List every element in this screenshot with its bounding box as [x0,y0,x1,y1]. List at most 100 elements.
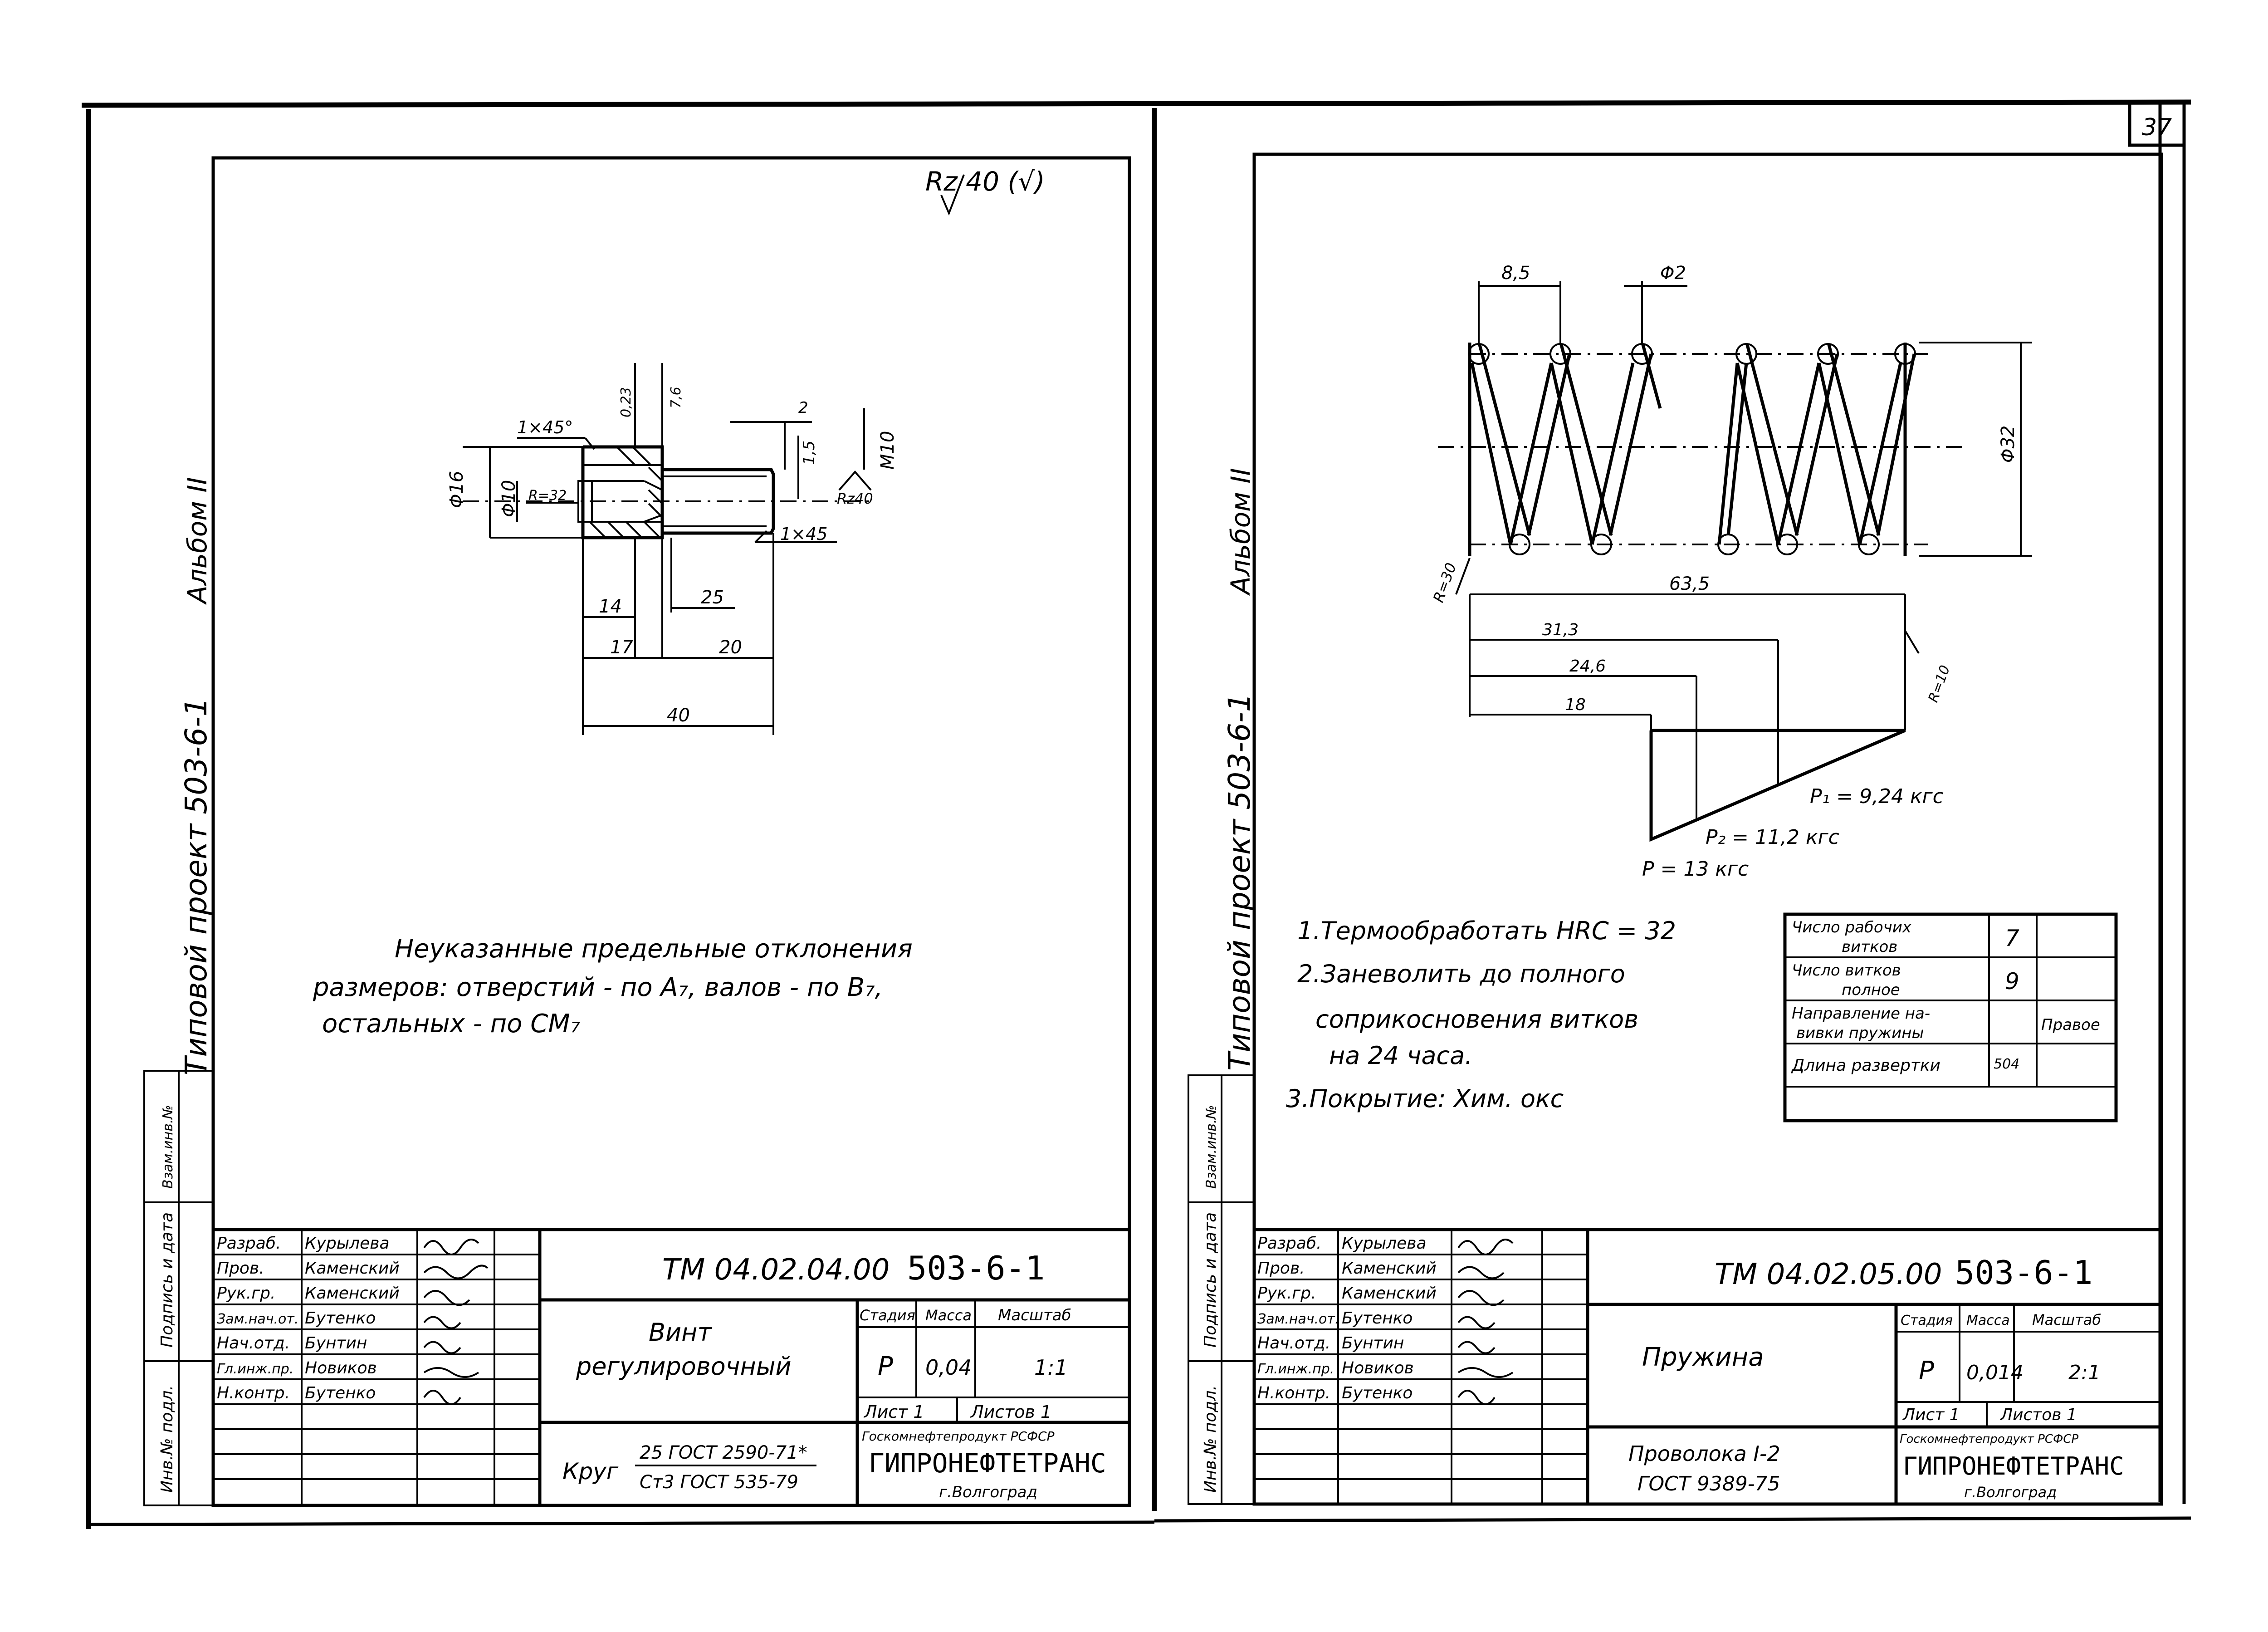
screw-hatching [589,446,663,539]
left-part-name-2: регулировочный [576,1352,792,1381]
svg-text:Φ32: Φ32 [1998,426,2019,463]
right-doc-code: ТМ 04.02.05.00 [1715,1258,1942,1291]
svg-text:1.Термообработать HRC = 32: 1.Термообработать HRC = 32 [1297,916,1676,945]
svg-text:Масса: Масса [925,1307,972,1324]
left-name-3: Бутенко [305,1309,376,1328]
screw-drawing: Rz40 Φ16 Φ10 R=32 1×45° 1×45 [446,363,898,735]
svg-text:на 24 часа.: на 24 часа. [1329,1041,1472,1070]
svg-text:Подпись и дата: Подпись и дата [1201,1212,1220,1348]
svg-text:Проволока I-2: Проволока I-2 [1628,1441,1780,1466]
svg-text:Бутенко: Бутенко [1342,1384,1413,1402]
svg-text:Разраб.: Разраб. [1257,1234,1321,1253]
svg-text:Масса: Масса [1966,1313,2010,1328]
svg-text:Листов 1: Листов 1 [970,1402,1051,1422]
svg-text:полное: полное [1842,981,1900,999]
svg-text:24,6: 24,6 [1569,657,1606,676]
left-sheet: Альбом II Типовой проект 503-6-1 Инв.№ п… [143,156,1131,1507]
svg-text:2.Заневолить до полного: 2.Заневолить до полного [1297,960,1625,988]
svg-text:Лист 1: Лист 1 [863,1402,924,1422]
left-tolerance-note: Неуказанные предельные отклонения размер… [313,934,913,1039]
svg-text:25: 25 [701,587,724,608]
svg-text:0,014: 0,014 [1966,1361,2024,1384]
svg-text:2:1: 2:1 [2068,1361,2101,1384]
spring-notes: 1.Термообработать HRC = 32 2.Заневолить … [1286,916,1676,1113]
right-part-name: Пружина [1642,1343,1764,1372]
svg-text:1×45: 1×45 [780,524,827,544]
svg-text:Взам.инв.№: Взам.инв.№ [1203,1105,1219,1189]
svg-text:Каменский: Каменский [1342,1259,1437,1278]
svg-text:Φ2: Φ2 [1660,263,1686,284]
left-part-name-1: Винт [649,1318,712,1347]
left-binding-strip: Инв.№ подл. Подпись и дата Взам.инв.№ [143,1070,214,1506]
svg-text:Зам.нач.от.: Зам.нач.от. [1257,1311,1339,1327]
svg-text:Число рабочих: Число рабочих [1792,918,1912,936]
svg-text:8,5: 8,5 [1501,263,1530,284]
svg-text:R=32: R=32 [528,488,567,504]
svg-text:R=30: R=30 [1430,560,1460,604]
svg-text:Длина развертки: Длина развертки [1791,1056,1941,1075]
svg-text:вивки пружины: вивки пружины [1796,1024,1924,1042]
svg-text:витков: витков [1842,938,1897,956]
right-project-label: Типовой проект 503-6-1 [1222,693,1257,1071]
svg-text:Нач.отд.: Нач.отд. [1257,1334,1330,1353]
right-binding-strip: Инв.№ подл. Подпись и дата Взам.инв.№ [1188,1074,1255,1505]
svg-text:г.Волгоград: г.Волгоград [1964,1484,2057,1501]
svg-text:Каменский: Каменский [1342,1284,1437,1303]
svg-text:соприкосновения витков: соприкосновения витков [1315,1005,1638,1034]
spring-coils [1468,343,1916,555]
svg-text:Курылева: Курылева [1342,1234,1427,1253]
svg-text:Листов 1: Листов 1 [1999,1406,2077,1424]
left-name-2: Каменский [305,1284,400,1303]
left-project-label: Типовой проект 503-6-1 [179,697,214,1075]
svg-text:Р: Р [1919,1356,1934,1386]
right-project-code: 503-6-1 [1955,1254,2092,1292]
svg-text:Гл.инж.пр.: Гл.инж.пр. [1257,1361,1334,1377]
svg-text:Лист 1: Лист 1 [1902,1406,1960,1424]
left-role-6: Н.контр. [217,1384,290,1402]
svg-text:M10: M10 [877,431,898,470]
left-name-4: Бунтин [305,1334,367,1353]
svg-text:Стадия: Стадия [1901,1313,1953,1328]
svg-text:7: 7 [2005,925,2019,951]
right-album-label: Альбом II [1225,468,1256,596]
left-name-6: Бутенко [305,1384,376,1402]
svg-text:Правое: Правое [2041,1016,2100,1034]
svg-text:1×45°: 1×45° [517,417,573,437]
force-diagram: P₁ = 9,24 кгс P₂ = 11,2 кгс P = 13 кгс [1642,640,1944,881]
svg-text:ГОСТ 9389-75: ГОСТ 9389-75 [1637,1472,1780,1495]
left-side-label-sign: Подпись и дата [158,1212,176,1348]
right-sheet: Альбом II Типовой проект 503-6-1 Инв.№ п… [1188,152,2163,1506]
left-roughness-symbol: Rz 40 (√) [925,166,1045,216]
left-stage: Р [878,1352,893,1381]
svg-text:63,5: 63,5 [1669,573,1710,594]
svg-text:Пров.: Пров. [1257,1259,1305,1278]
svg-text:Новиков: Новиков [1342,1359,1414,1377]
svg-text:R=10: R=10 [1926,663,1954,705]
svg-text:3.Покрытие: Хим. окс: 3.Покрытие: Хим. окс [1286,1084,1564,1113]
svg-text:Φ10: Φ10 [499,480,519,517]
svg-text:остальных - по СМ₇: остальных - по СМ₇ [322,1009,581,1039]
svg-text:1,5: 1,5 [800,441,818,465]
svg-text:17: 17 [610,637,633,658]
sheet-frame [81,99,2191,1529]
svg-text:Rz40: Rz40 [837,490,873,507]
left-mass: 0,04 [925,1355,972,1380]
right-signatures [1457,1239,1514,1405]
svg-text:9: 9 [2005,968,2019,995]
left-name-0: Курылева [305,1234,390,1253]
svg-text:Бунтин: Бунтин [1342,1334,1404,1353]
left-titleblock: Разраб. Курылева Пров. Каменский Рук.гр.… [211,1228,1131,1507]
left-scale: 1:1 [1034,1355,1068,1380]
page-number-box: 37 [2128,100,2186,147]
svg-text:31,3: 31,3 [1542,621,1579,639]
left-signatures [423,1239,489,1405]
svg-text:P₁ = 9,24 кгс: P₁ = 9,24 кгс [1810,785,1944,808]
svg-text:2: 2 [798,399,808,417]
svg-text:Масштаб: Масштаб [998,1306,1071,1324]
page-number: 37 [2142,114,2172,141]
svg-text:Rz 40 (√): Rz 40 (√) [925,166,1045,197]
left-album-label: Альбом II [182,477,213,605]
svg-text:7,6: 7,6 [668,387,684,408]
svg-text:г.Волгоград: г.Волгоград [939,1483,1037,1501]
